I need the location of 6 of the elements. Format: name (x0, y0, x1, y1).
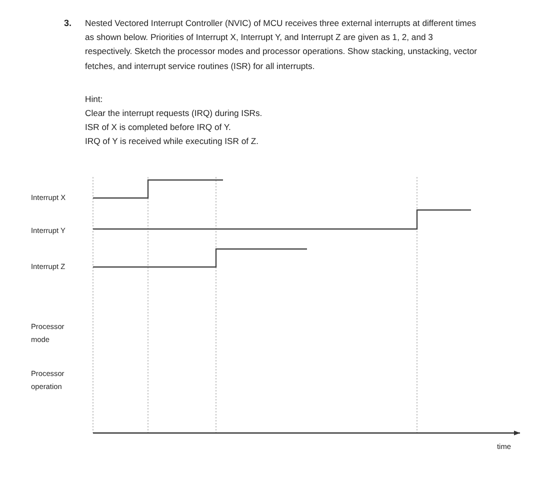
question-number: 3. (64, 17, 73, 30)
hint-text: Clear the interrupt requests (IRQ) during ISRs. (85, 107, 264, 120)
question-text: Nested Vectored Interrupt Controller (NVIC) of MCU receives three external interrupts at different times as shown below. Priorities of Interrupt X, Interrupt Y, and Interrupt Z are given as 1, 2, and 3 respectively. Sketch the processor modes and processor operations. Show stacking, unstacking, vector fetches, and interrupt service routines (ISR) for all interrupts. (85, 17, 478, 73)
hint-text: ISR of X is completed before IRQ of Y. (85, 121, 232, 134)
hint-heading: Hint: (85, 93, 104, 106)
hint-text: IRQ of Y is received while executing ISR of Z. (85, 135, 260, 148)
